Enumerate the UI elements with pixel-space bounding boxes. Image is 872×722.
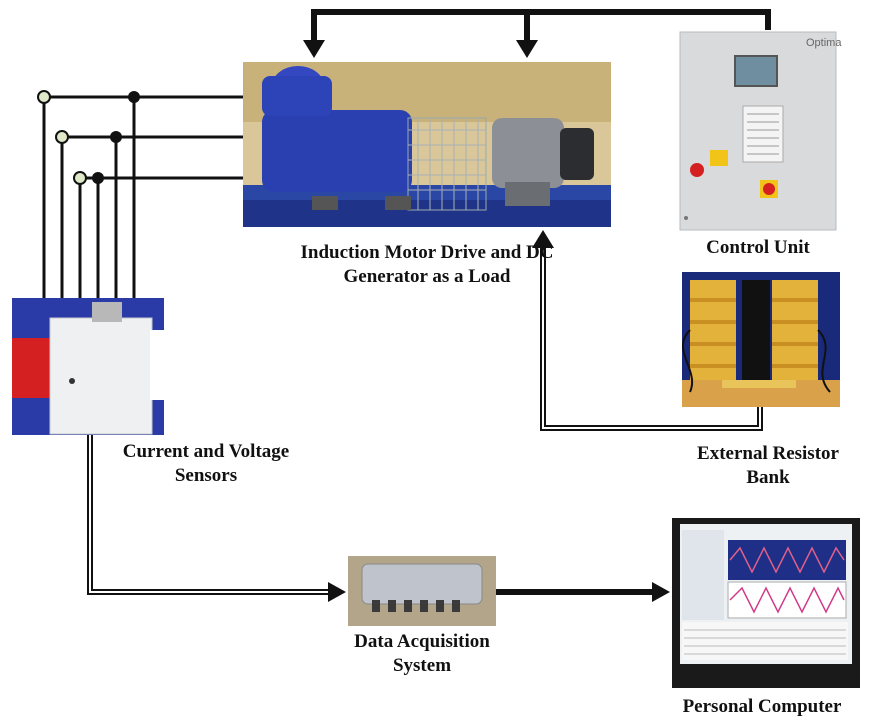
control-unit-photo: [679, 31, 837, 231]
motor-label-line1: Induction Motor Drive and DC: [300, 242, 554, 263]
daq-to-pc-arrow: [496, 582, 670, 602]
resistor-bank-label: External Resistor Bank: [697, 443, 839, 488]
pc-label: Personal Computer: [682, 696, 842, 717]
control-to-motor-arrow: [303, 9, 771, 58]
connection-nodes: [37, 90, 140, 185]
sensors-to-daq-arrow: [87, 435, 346, 602]
resistor-to-motor-arrow: [532, 230, 763, 431]
control-unit-brand: Optima: [806, 37, 842, 49]
motor-label: Induction Motor Drive and DC Generator a…: [232, 241, 622, 289]
daq-photo: [348, 556, 496, 626]
sensors-label: Current and Voltage Sensors: [122, 441, 290, 486]
resistor-bank-photo: [682, 272, 840, 407]
motor-label-line2: Generator as a Load: [343, 266, 511, 287]
three-phase-lines: [42, 95, 243, 298]
pc-photo: [672, 518, 860, 688]
motor-photo: [243, 62, 611, 227]
daq-label: Data Acquisition System: [354, 631, 490, 676]
control-unit-label: Control Unit: [706, 237, 810, 258]
sensors-photo: [12, 298, 164, 435]
